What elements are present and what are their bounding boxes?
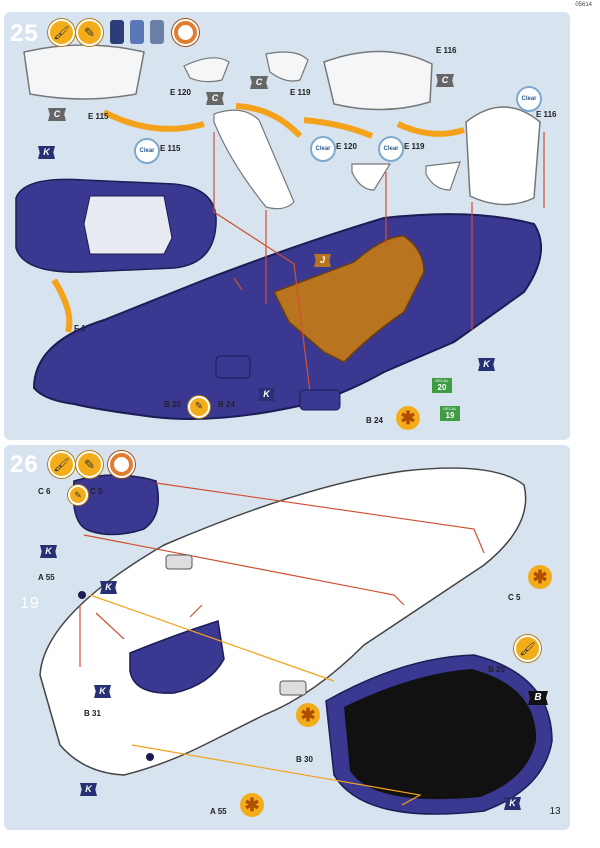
step-26-panel: 26 🖌 ✎ C 6 ✎ C 5 K A 55 K 19 K B 31 ✱ B … bbox=[4, 445, 570, 830]
flag-k-3: K bbox=[258, 388, 275, 401]
brush-icon: 🖌 bbox=[48, 451, 75, 478]
clear-badge-3: Clear bbox=[378, 136, 404, 162]
arrow-5 bbox=[51, 278, 73, 333]
seat-piece-c6 bbox=[72, 474, 159, 536]
rear-window-clear bbox=[465, 106, 541, 206]
glue-icon-small: ✎ bbox=[188, 396, 210, 418]
flag-k-3: K bbox=[94, 685, 111, 698]
flag-c-4: C bbox=[436, 74, 454, 87]
flag-j: J bbox=[314, 254, 331, 267]
page-number: 13 bbox=[540, 799, 570, 825]
callout-c6: C 6 bbox=[38, 487, 51, 496]
callout-b25: B 25 bbox=[164, 400, 181, 409]
arrow-4 bbox=[396, 121, 465, 137]
paint-jar-icon bbox=[110, 20, 124, 44]
arrow-3 bbox=[303, 117, 374, 139]
rear-window-part bbox=[323, 50, 433, 111]
callout-e120: E 120 bbox=[170, 88, 191, 97]
callout-e119: E 119 bbox=[290, 88, 311, 97]
step-number: 26 bbox=[10, 451, 39, 478]
callout-a55-b: A 55 bbox=[210, 807, 227, 816]
callout-b30: B 30 bbox=[296, 755, 313, 764]
flag-c-2: C bbox=[206, 92, 224, 105]
glue-icon-small: ✎ bbox=[68, 485, 88, 505]
callout-f1: F 1 bbox=[74, 324, 86, 333]
callout-c5-b: C 5 bbox=[508, 593, 521, 602]
clock-icon bbox=[172, 19, 199, 46]
arrow-2 bbox=[235, 103, 303, 139]
step-25-illustration bbox=[15, 44, 545, 420]
paint-color-icon: ✱ bbox=[296, 703, 320, 727]
callout-e120-mid: E 120 bbox=[336, 142, 357, 151]
vent-part bbox=[215, 355, 251, 379]
clear-badge-2: Clear bbox=[310, 136, 336, 162]
clear-badge-4: Clear bbox=[516, 86, 542, 112]
vent-part-3 bbox=[165, 554, 193, 570]
flag-k-4: K bbox=[80, 783, 97, 796]
step-number: 25 bbox=[10, 20, 39, 47]
flag-k-5: K bbox=[504, 797, 521, 810]
interior-frame bbox=[272, 235, 425, 363]
step-25-panel: 25 🖌 ✎ C E 115 C E 120 C E 119 E 116 C C… bbox=[4, 12, 570, 440]
step-26-illustration bbox=[39, 467, 553, 815]
vent-part-4 bbox=[279, 680, 307, 696]
callout-b24-b: B 24 bbox=[366, 416, 383, 425]
clear-badge-1: Clear bbox=[134, 138, 160, 164]
callout-a55: A 55 bbox=[38, 573, 55, 582]
flag-k-2: K bbox=[100, 581, 117, 594]
callout-e115: E 115 bbox=[88, 112, 109, 121]
page-code: 05614 bbox=[575, 2, 592, 8]
car-body-white bbox=[39, 467, 527, 776]
clock-icon bbox=[108, 451, 135, 478]
side-window-clear-120 bbox=[351, 163, 392, 191]
callout-e119-mid: E 119 bbox=[404, 142, 425, 151]
callout-c5: C 5 bbox=[90, 487, 103, 496]
glue-icon: ✎ bbox=[76, 19, 103, 46]
flag-k-2: K bbox=[478, 358, 495, 371]
paint-color-icon-3: ✱ bbox=[528, 565, 552, 589]
paint-color-icon: ✱ bbox=[396, 406, 420, 430]
paint-color-icon-2: ✱ bbox=[240, 793, 264, 817]
vent-part-2 bbox=[299, 389, 341, 411]
flag-k: K bbox=[38, 146, 55, 159]
callout-b31: B 31 bbox=[84, 709, 101, 718]
brush-icon: 🖌 bbox=[48, 19, 75, 46]
flag-k: K bbox=[40, 545, 57, 558]
arrow-1 bbox=[102, 109, 205, 132]
paint-jar-icon-2 bbox=[150, 20, 164, 44]
ghost-step-label: 19 bbox=[20, 595, 40, 612]
side-window-part-119 bbox=[265, 51, 309, 82]
decal-icon bbox=[130, 20, 144, 44]
callout-b24-a: B 24 bbox=[218, 400, 235, 409]
seat-piece-b31 bbox=[129, 620, 225, 694]
side-window-part-120 bbox=[183, 57, 230, 83]
flag-b: B bbox=[528, 691, 548, 705]
flag-c-3: C bbox=[250, 76, 268, 89]
brush-icon-2: 🖌 bbox=[514, 635, 541, 662]
windshield-part bbox=[23, 44, 145, 100]
callout-b20: B 20 bbox=[488, 665, 505, 674]
side-window-clear-119 bbox=[425, 161, 461, 191]
glue-icon: ✎ bbox=[76, 451, 103, 478]
mirror-piece-a55-b bbox=[146, 753, 154, 761]
flag-c: C bbox=[48, 108, 66, 121]
callout-e116: E 116 bbox=[436, 46, 457, 55]
windshield-clear bbox=[213, 109, 295, 210]
mirror-piece-a55 bbox=[78, 591, 86, 599]
callout-e116-mid: E 116 bbox=[536, 110, 557, 119]
callout-e115-mid: E 115 bbox=[160, 144, 181, 153]
